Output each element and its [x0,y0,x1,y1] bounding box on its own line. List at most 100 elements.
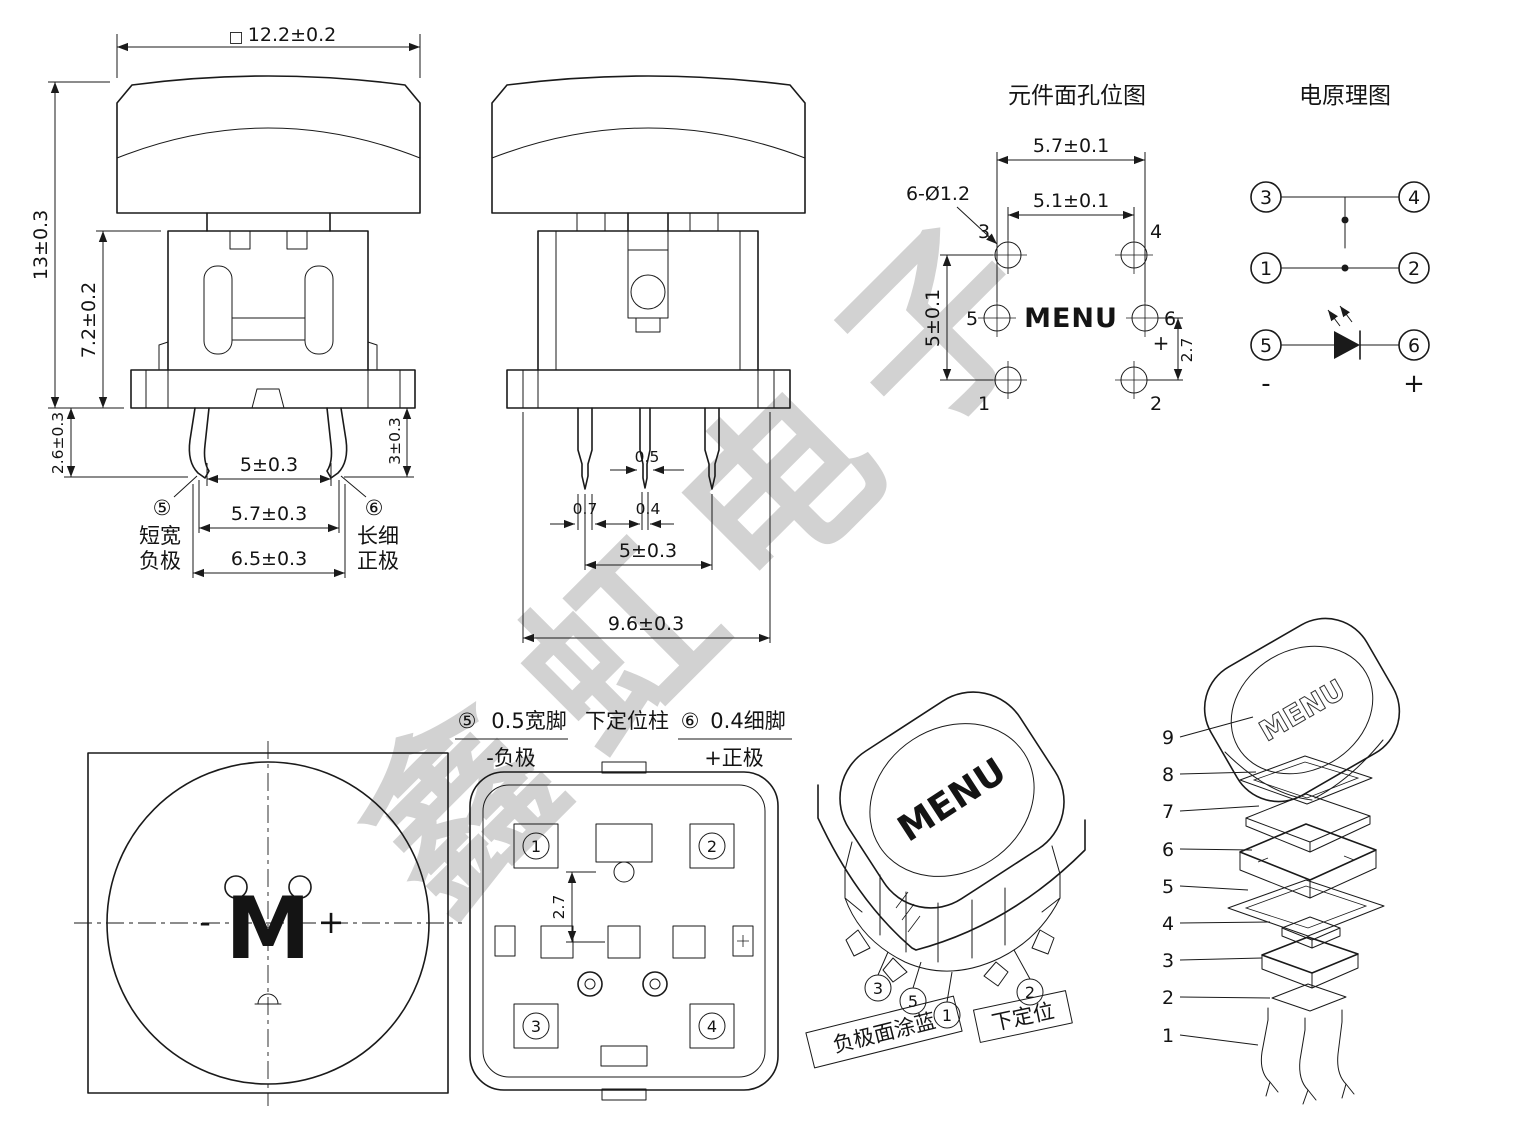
schematic-led [1280,305,1400,360]
exploded-cap: MENU [1203,617,1401,803]
bottom-pin-2: 2 [698,832,726,860]
svg-text:1: 1 [531,837,541,856]
side-pins [577,407,720,490]
svg-text:2: 2 [707,837,717,856]
svg-text:1: 1 [1260,258,1272,280]
svg-text:2: 2 [1408,258,1420,280]
part-number-7: 7 [1162,801,1174,823]
dim-right-pin-length: 3±0.3 [386,417,404,465]
top-view: M - + [74,741,462,1106]
schematic-title: 电原理图 [1299,83,1391,109]
iso-callout-2: 2 [1016,978,1044,1006]
svg-text:4: 4 [707,1017,717,1036]
exploded-part-3 [1261,936,1359,989]
callout-neg-line1: 短宽 [139,524,181,548]
svg-text:4: 4 [1408,187,1420,209]
svg-text:1: 1 [942,1006,952,1025]
bottom-view: ⑤ 0.5宽脚 下定位柱 ⑥ 0.4细脚 -负极 +正极 [455,709,792,1101]
schematic-plus: + [1403,369,1425,399]
hole-label-1: 1 [978,393,990,415]
schematic-terminal-6: 6 [1398,329,1430,361]
dim-row-span: 5.1±0.1 [1033,190,1109,212]
hole-map-plus: + [1153,331,1170,355]
label-negative: -负极 [486,746,536,770]
bottom-view-notes: ⑤ 0.5宽脚 下定位柱 ⑥ 0.4细脚 -负极 +正极 [455,709,792,770]
dim-body-height: 7.2±0.2 [78,282,100,358]
part-number-6: 6 [1162,839,1174,861]
iso-cap: MENU [839,691,1065,909]
dim-base-width: 9.6±0.3 [608,613,684,635]
svg-text:3: 3 [873,979,883,998]
hole-map-title: 元件面孔位图 [1008,83,1146,109]
callout-pos-line1: 长细 [357,524,399,548]
exploded-part-7 [1245,793,1371,853]
front-view: □ 12.2±0.2 13±0.3 7.2±0.2 2.6±0.3 3±0.3 … [30,24,421,578]
callout-pos-line2: 正极 [357,549,399,573]
dim-center-pin-tip: 0.4 [636,500,661,518]
dim-row-pitch: 2.7 [1178,338,1196,363]
front-dimensions: □ 12.2±0.2 13±0.3 7.2±0.2 2.6±0.3 3±0.3 … [30,24,421,578]
schematic-terminal-2: 2 [1398,252,1430,284]
svg-text:5: 5 [908,992,918,1011]
bottom-view-body [469,761,779,1101]
front-body [158,212,378,371]
schematic-terminal-1: 1 [1250,252,1282,284]
front-cap [116,75,421,214]
svg-text:3: 3 [531,1017,541,1036]
hole-label-2: 2 [1150,393,1162,415]
iso-callout-1: 1 [933,1001,961,1029]
top-view-minus: - [199,903,211,941]
schematic-terminal-3: 3 [1250,181,1282,213]
schematic-minus: - [1261,369,1270,399]
schematic-terminal-5: 5 [1250,329,1282,361]
iso-cap-skirt [817,784,1086,951]
side-base-flange [506,369,791,409]
exploded-view: MENU [1162,617,1401,1105]
side-view: 0.5 0.7 0.4 5±0.3 9.6±0.3 [491,75,806,643]
hole-label-6: 6 [1164,308,1176,330]
orientation-notch [254,993,282,1005]
svg-text:6: 6 [1408,335,1420,357]
iso-cap-label: MENU [891,751,1014,851]
part-number-1: 1 [1162,1025,1174,1047]
led-window-left [224,875,248,899]
exploded-part-2 [1271,983,1347,1012]
dim-center-pin-width: 0.5 [635,448,660,466]
exploded-part-1-pins [1260,1007,1355,1105]
exploded-item-numbers: 9 8 7 6 5 4 3 2 1 [1162,716,1271,1047]
bottom-view-dimensions: 2.7 [550,871,605,943]
dim-pin-span-outer: 6.5±0.3 [231,548,307,570]
part-number-2: 2 [1162,987,1174,1009]
label-positive: +正极 [704,746,764,770]
iso-body [844,841,1061,987]
hole-map-dimensions: 5.7±0.1 5.1±0.1 6-Ø1.2 5±0.1 2.7 [906,135,1196,381]
front-base-flange [130,369,416,409]
exploded-part-6 [1239,823,1377,899]
schematic-view: 电原理图 3 4 1 2 5 6 - + [1250,83,1430,399]
note-pos-number: ⑥ [681,709,700,733]
led-triangle [1334,331,1360,359]
exploded-cap-label: MENU [1254,673,1351,748]
part-number-9: 9 [1162,727,1174,749]
side-cap [491,75,806,214]
iso-callout-5: 5 [899,987,927,1015]
dim-pin-span-mid: 5.7±0.3 [231,503,307,525]
iso-view: MENU 负极面涂蓝 下定位 3 5 1 2 [805,691,1086,1069]
hole-label-4: 4 [1150,221,1162,243]
dim-mid-row-span: 5.7±0.1 [1033,135,1109,157]
cap-legend: M [225,879,311,979]
note-neg-text: 0.5宽脚 [491,709,566,733]
schematic-terminal-4: 4 [1398,181,1430,213]
top-view-plus: + [318,903,345,941]
svg-text:5: 5 [1260,335,1272,357]
callout-neg-number: ⑤ [153,496,172,520]
dim-col-span: 5±0.1 [922,289,944,347]
callout-pos-number: ⑥ [365,496,384,520]
dim-bottom-pitch: 2.7 [550,895,568,920]
bottom-pin-1: 1 [522,832,550,860]
bottom-pin-3: 3 [522,1012,550,1040]
dim-hole-callout: 6-Ø1.2 [906,183,970,205]
hole-map-menu-label: MENU [1024,303,1118,334]
note-mid-text: 下定位柱 [585,709,669,733]
